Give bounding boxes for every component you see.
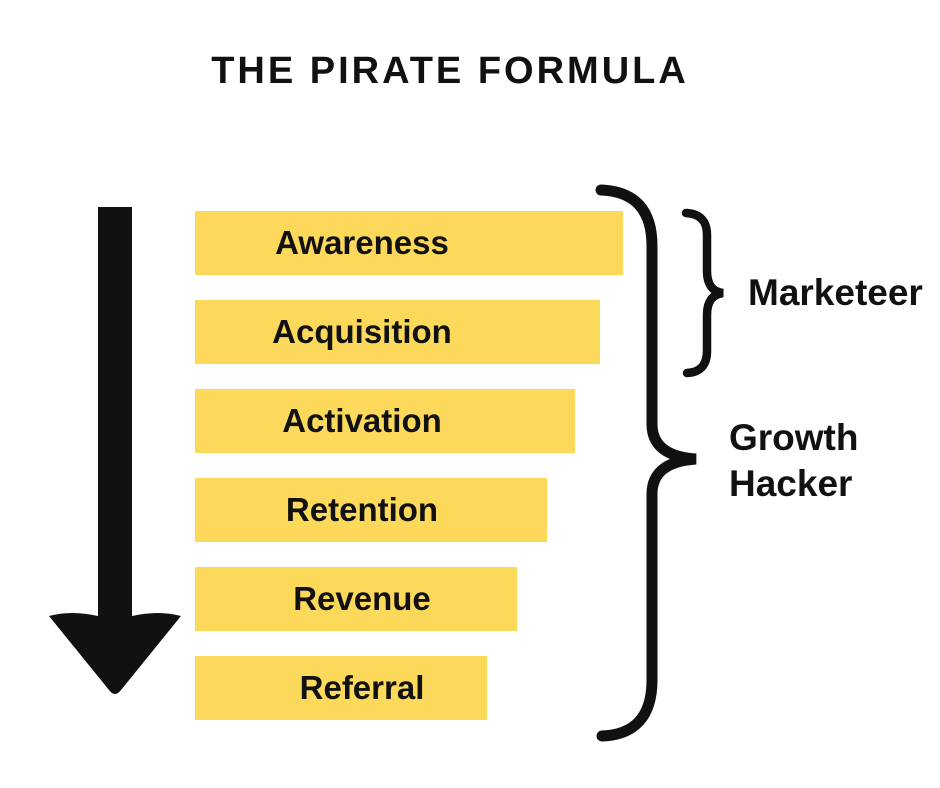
funnel-bar-label: Revenue [293,580,431,617]
funnel-bar-label: Retention [285,491,439,528]
funnel-bar-retention: Retention [195,478,547,542]
funnel-bar-awareness: Awareness [195,211,623,275]
funnel-bar-label: Awareness [275,224,449,261]
page-title: THE PIRATE FORMULA [211,50,689,92]
funnel-bar-referral: Referral [195,656,487,720]
funnel-bar-label: Referral [299,669,425,706]
group-label-growth-hacker: Growth Hacker [729,417,859,504]
group-label-marketeer: Marketeer [748,272,923,313]
funnel-bar-activation: Activation [195,389,575,453]
funnel-bar-label: Activation [282,402,442,439]
funnel-bar-revenue: Revenue [195,567,517,631]
funnel-bar-acquisition: Acquisition [195,300,600,364]
funnel-bar-label: Acquisition [272,313,452,350]
